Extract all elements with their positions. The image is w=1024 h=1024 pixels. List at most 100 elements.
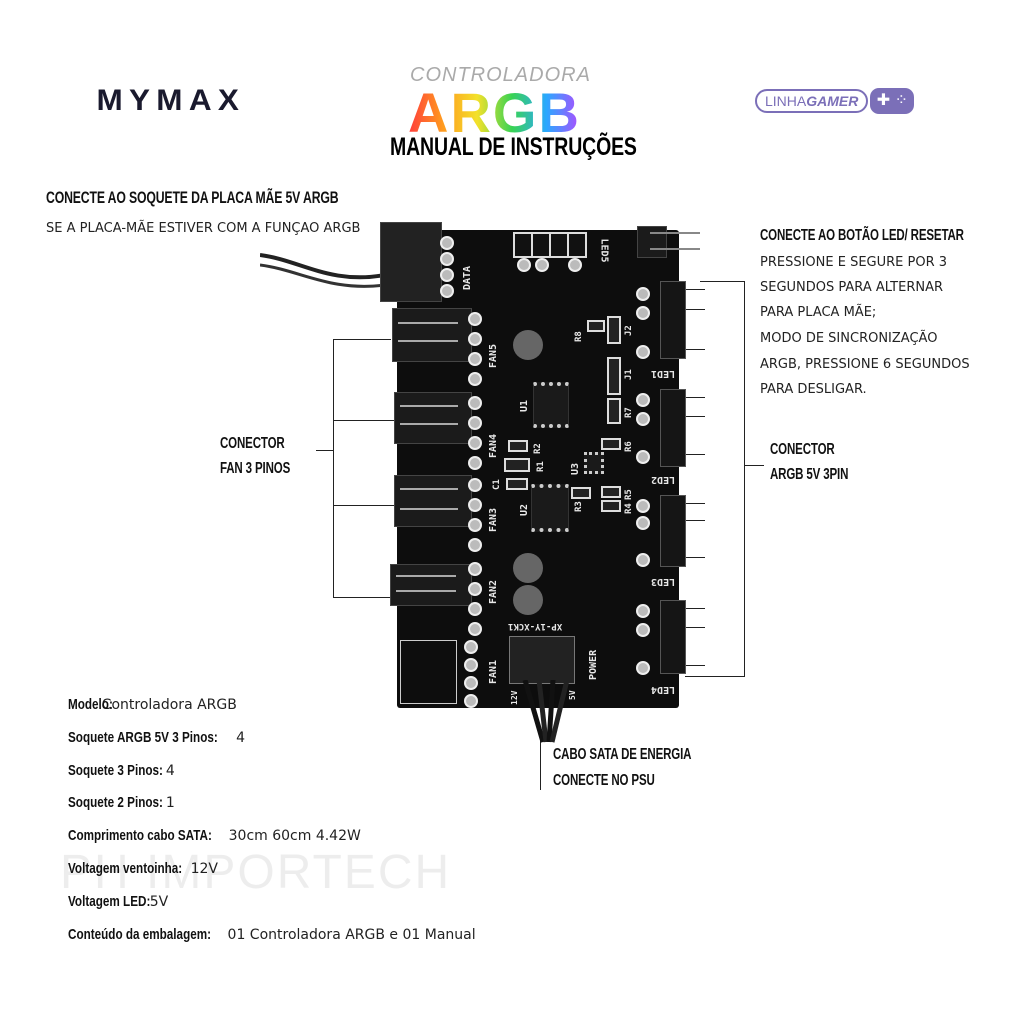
reset-pin-header	[637, 226, 667, 258]
pin-lead	[685, 520, 705, 521]
spec-value: 30cm 60cm 4.42W	[228, 828, 361, 844]
spec-value: Controladora ARGB	[101, 697, 237, 713]
data-cable	[260, 253, 386, 288]
led1-header	[660, 281, 686, 359]
jumper-j2	[607, 316, 621, 344]
board-label-u1: U1	[519, 399, 530, 412]
pad	[636, 393, 650, 407]
pad	[636, 450, 650, 464]
pin	[650, 248, 700, 250]
resistor-r5	[601, 486, 621, 498]
bracket-line	[685, 676, 745, 677]
board-label-r1: R1	[536, 461, 546, 472]
title-main: ARGB	[408, 81, 581, 144]
badge-light: LINHA	[765, 93, 807, 109]
button-callout-line: PARA DESLIGAR.	[760, 382, 867, 397]
board-label-u3: U3	[570, 462, 581, 475]
pin	[396, 590, 456, 592]
pin	[650, 232, 700, 234]
pad	[636, 553, 650, 567]
pad	[464, 658, 478, 672]
resistor-r8	[587, 320, 605, 332]
sata-cable	[522, 680, 570, 743]
mounting-pad	[513, 553, 543, 583]
led3-header	[660, 495, 686, 567]
pad	[636, 623, 650, 637]
fan-connector-label: FAN 3 PINOS	[220, 460, 291, 477]
fan3-connector	[394, 475, 472, 527]
chip-u3	[584, 452, 604, 474]
board-label-r3: R3	[574, 501, 584, 512]
spec-label: Soquete 3 Pinos:	[68, 762, 163, 779]
mounting-pad	[513, 330, 543, 360]
pin-lead	[685, 608, 705, 609]
watermark: PH IMPORTECH	[60, 846, 452, 899]
resistor-r3	[571, 487, 591, 499]
spec-value: 1	[165, 795, 175, 811]
board-label-r4: R4	[624, 503, 634, 514]
sata-line	[540, 740, 541, 790]
fan4-connector	[394, 392, 472, 444]
pin	[400, 508, 458, 510]
button-callout-title: CONECTE AO BOTÃO LED/ RESETAR	[760, 227, 964, 244]
brand-logo: MYMAX	[96, 84, 246, 117]
bracket-line	[744, 281, 745, 677]
board-label-power: POWER	[588, 649, 599, 680]
pin-lead	[685, 397, 705, 398]
board-label-j2: J2	[624, 325, 634, 336]
button-callout-line: MODO DE SINCRONIZAÇÃO	[760, 331, 938, 346]
spec-label: Comprimento cabo SATA:	[68, 827, 212, 844]
pad	[468, 518, 482, 532]
capacitor-c1	[506, 478, 528, 490]
pin-lead	[685, 309, 705, 310]
pad	[440, 268, 454, 282]
badge-bold: GAMER	[806, 93, 859, 109]
pin-lead	[685, 454, 705, 455]
pad	[464, 676, 478, 690]
pad	[636, 306, 650, 320]
motherboard-callout-note: SE A PLACA-MÃE ESTIVER COM A FUNÇAO ARGB	[46, 221, 361, 236]
spec-row: Voltagem ventoinha: 12V	[68, 860, 218, 877]
pin	[396, 575, 456, 577]
pad	[636, 604, 650, 618]
page-title: MANUAL DE INSTRUÇÕES	[390, 133, 637, 161]
board-label-led5: LED5	[598, 238, 610, 263]
spec-value: 4	[165, 763, 175, 779]
pad	[636, 516, 650, 530]
pad	[468, 352, 482, 366]
pad	[468, 436, 482, 450]
board-label-power-part: XP-1Y-XCK1	[508, 621, 563, 631]
spec-row: Conteúdo da embalagem: 01 Controladora A…	[68, 926, 476, 943]
jumper-j1	[607, 357, 621, 395]
pad	[468, 372, 482, 386]
board-label-led4: LED4	[651, 684, 676, 695]
resistor-r6	[601, 438, 621, 450]
chip-u2	[531, 484, 569, 532]
board-label-j1: J1	[624, 369, 634, 380]
pin	[400, 405, 458, 407]
led4-header	[660, 600, 686, 674]
pin-lead	[685, 665, 705, 666]
pad	[517, 258, 531, 272]
spec-row: Voltagem LED: 5V	[68, 893, 168, 910]
spec-value: 01 Controladora ARGB e 01 Manual	[227, 927, 476, 943]
fan2-connector	[390, 564, 472, 606]
pad	[468, 456, 482, 470]
pad	[468, 498, 482, 512]
fan1-block	[400, 640, 457, 704]
button-callout-line: ARGB, PRESSIONE 6 SEGUNDOS	[760, 357, 970, 372]
title-top: CONTROLADORA	[410, 64, 591, 86]
mounting-pad	[513, 585, 543, 615]
pin-lead	[685, 627, 705, 628]
pad	[468, 602, 482, 616]
spec-row: Modelo: Controladora ARGB	[68, 696, 237, 713]
bracket-line	[333, 339, 391, 340]
spec-label: Voltagem ventoinha:	[68, 860, 183, 877]
pin-lead	[685, 349, 705, 350]
spec-label: Conteúdo da embalagem:	[68, 926, 212, 943]
board-label-led3: LED3	[651, 576, 676, 587]
resistor-r1	[504, 458, 530, 472]
argb-connector-label: ARGB 5V 3PIN	[770, 466, 849, 483]
pad	[468, 478, 482, 492]
board-label-data: DATA	[462, 265, 473, 290]
